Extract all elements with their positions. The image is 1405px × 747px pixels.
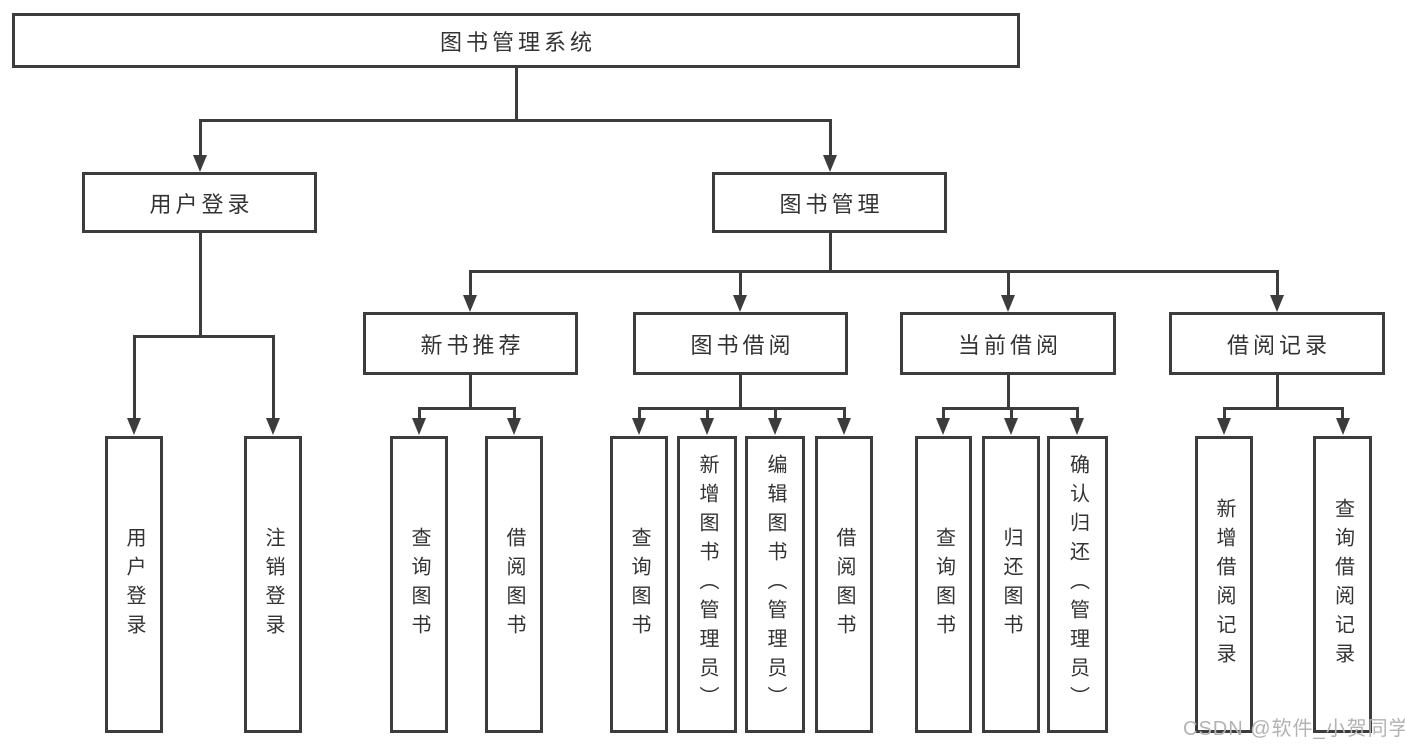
arrow-down-icon <box>1336 418 1350 435</box>
node-label: 新书推荐 <box>420 332 525 358</box>
connector-vline <box>272 335 275 418</box>
node-new-book-recommend: 新书推荐 <box>363 312 578 375</box>
connector-vline <box>638 407 641 418</box>
connector-hline <box>199 119 832 122</box>
leaf-label: 查询图书 <box>408 526 430 643</box>
connector-vline <box>1341 407 1344 418</box>
leaf-add-borrow-record: 新增借阅记录 <box>1195 436 1253 733</box>
leaf-label: 借阅图书 <box>503 526 525 643</box>
leaf-add-books-admin: 新增图书（管理员） <box>677 436 737 733</box>
arrow-down-icon <box>733 295 747 312</box>
leaf-query-books-current: 查询图书 <box>915 436 972 733</box>
connector-vline <box>829 233 832 270</box>
connector-vline <box>199 119 202 155</box>
leaf-return-books: 归还图书 <box>982 436 1040 733</box>
node-label: 图书管理系统 <box>439 29 596 55</box>
arrow-down-icon <box>193 155 207 172</box>
node-label: 借阅记录 <box>1226 332 1331 358</box>
connector-vline <box>706 407 709 418</box>
node-library-management-system: 图书管理系统 <box>12 13 1020 68</box>
leaf-query-borrow-record: 查询借阅记录 <box>1313 436 1372 733</box>
connector-vline <box>942 407 945 418</box>
connector-vline <box>739 270 742 295</box>
leaf-label: 查询图书 <box>932 526 955 643</box>
connector-hline <box>418 407 516 410</box>
connector-vline <box>843 407 846 418</box>
leaf-label: 新增图书（管理员） <box>696 454 718 715</box>
connector-vline <box>469 375 472 407</box>
node-user-login: 用户登录 <box>82 172 317 233</box>
leaf-label: 查询借阅记录 <box>1331 497 1354 672</box>
connector-vline <box>418 407 421 418</box>
leaf-label: 查询图书 <box>628 526 650 643</box>
node-label: 图书借阅 <box>690 332 795 358</box>
arrow-down-icon <box>463 295 477 312</box>
leaf-confirm-return-admin: 确认归还（管理员） <box>1047 436 1108 733</box>
arrow-down-icon <box>936 418 950 435</box>
arrow-down-icon <box>837 418 851 435</box>
arrow-down-icon <box>1070 418 1084 435</box>
node-book-borrowing: 图书借阅 <box>633 312 848 375</box>
leaf-query-books-recommend: 查询图书 <box>390 436 448 733</box>
connector-vline <box>774 407 777 418</box>
connector-vline <box>1223 407 1226 418</box>
connector-hline <box>1223 407 1344 410</box>
arrow-down-icon <box>127 418 141 435</box>
leaf-label: 确认归还（管理员） <box>1066 454 1089 715</box>
connector-vline <box>739 375 742 407</box>
arrow-down-icon <box>768 418 782 435</box>
arrow-down-icon <box>1217 418 1231 435</box>
arrow-down-icon <box>823 155 837 172</box>
node-label: 图书管理 <box>779 191 884 217</box>
connector-vline <box>1076 407 1079 418</box>
leaf-borrow-books: 借阅图书 <box>815 436 873 733</box>
leaf-label: 新增借阅记录 <box>1213 497 1235 672</box>
connector-vline <box>513 407 516 418</box>
node-label: 用户登录 <box>149 191 254 217</box>
connector-vline <box>199 233 202 335</box>
csdn-watermark: CSDN @软件_小贺同学 <box>1183 718 1405 740</box>
connector-vline <box>515 68 518 119</box>
leaf-label: 借阅图书 <box>833 526 855 643</box>
leaf-label: 注销登录 <box>262 526 284 643</box>
connector-vline <box>1276 375 1279 407</box>
connector-vline <box>829 119 832 155</box>
arrow-down-icon <box>412 418 426 435</box>
connector-hline <box>133 335 275 338</box>
connector-vline <box>1007 375 1010 407</box>
connector-vline <box>1010 407 1013 418</box>
connector-hline <box>638 407 846 410</box>
arrow-down-icon <box>700 418 714 435</box>
connector-vline <box>1007 270 1010 295</box>
leaf-borrow-books-recommend: 借阅图书 <box>485 436 543 733</box>
leaf-label: 归还图书 <box>1000 526 1022 643</box>
leaf-logout: 注销登录 <box>244 436 302 733</box>
node-current-borrowing: 当前借阅 <box>900 312 1116 375</box>
leaf-edit-books-admin: 编辑图书（管理员） <box>745 436 805 733</box>
node-book-management: 图书管理 <box>712 172 947 233</box>
leaf-query-books-borrowing: 查询图书 <box>610 436 668 733</box>
arrow-down-icon <box>1001 295 1015 312</box>
arrow-down-icon <box>1270 295 1284 312</box>
arrow-down-icon <box>1004 418 1018 435</box>
connector-hline <box>469 270 1279 273</box>
connector-vline <box>133 335 136 418</box>
connector-vline <box>1276 270 1279 295</box>
node-label: 当前借阅 <box>957 332 1062 358</box>
arrow-down-icon <box>632 418 646 435</box>
node-borrowing-records: 借阅记录 <box>1169 312 1385 375</box>
leaf-label: 编辑图书（管理员） <box>764 454 786 715</box>
arrow-down-icon <box>507 418 521 435</box>
arrow-down-icon <box>266 418 280 435</box>
leaf-user-login: 用户登录 <box>105 436 163 733</box>
connector-vline <box>469 270 472 295</box>
leaf-label: 用户登录 <box>123 526 145 643</box>
